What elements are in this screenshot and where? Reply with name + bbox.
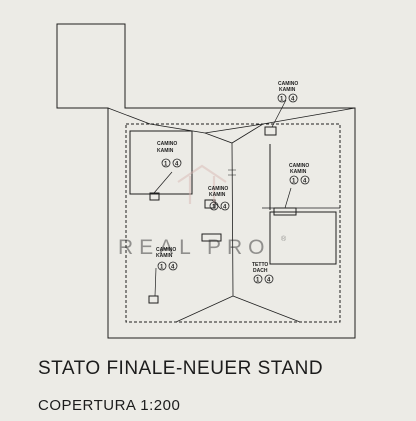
chimney-label-1-line2: KAMIN bbox=[157, 148, 174, 154]
chimney-label-2-line1: CAMINO bbox=[208, 186, 228, 192]
chimney-label-2-line2: KAMIN bbox=[209, 192, 226, 198]
ridge-peak bbox=[204, 123, 264, 144]
leader-5 bbox=[284, 187, 292, 209]
leader-3 bbox=[154, 267, 157, 297]
chimney-label-1-n1: 1 bbox=[164, 162, 168, 168]
chimney-label-4-n2: 4 bbox=[291, 97, 295, 103]
leader-4 bbox=[271, 99, 287, 128]
chimney-label-5-line1: CAMINO bbox=[289, 163, 309, 169]
chimney-label-5-n2: 4 bbox=[303, 179, 307, 185]
hip-top bbox=[107, 107, 356, 134]
chimney-label-3-line1: CAMINO bbox=[156, 247, 176, 253]
chimney-label-3-line2: KAMIN bbox=[156, 253, 173, 259]
chimney-label-2: CAMINO KAMIN 1 4 bbox=[208, 186, 230, 211]
building-outline bbox=[56, 23, 356, 339]
hip-bottom-right bbox=[232, 295, 301, 323]
eave-line bbox=[125, 123, 341, 323]
chimney-label-2-n2: 4 bbox=[223, 205, 227, 211]
chimney-label-3-n2: 4 bbox=[171, 265, 175, 271]
watermark: REAL PRO ® bbox=[118, 164, 287, 259]
roof-terrace bbox=[269, 211, 337, 265]
chimney-label-1-line1: CAMINO bbox=[157, 141, 177, 147]
chimney-label-3: CAMINO KAMIN 1 4 bbox=[156, 247, 178, 271]
section-top-left bbox=[129, 130, 193, 195]
chimney-label-3-n1: 1 bbox=[160, 265, 164, 271]
chimney-label-5-n1: 1 bbox=[292, 179, 296, 185]
chimney-label-5: CAMINO KAMIN 1 4 bbox=[289, 163, 310, 185]
vent-5 bbox=[264, 126, 277, 136]
leader-1 bbox=[153, 171, 173, 194]
watermark-left: REAL bbox=[118, 236, 197, 259]
chimney-label-4: CAMINO KAMIN 1 4 bbox=[277, 81, 298, 103]
roof-label: TETTO DACH 1 4 bbox=[252, 262, 274, 284]
roof-label-line2: DACH bbox=[253, 268, 268, 274]
roof-label-n1: 1 bbox=[256, 278, 260, 284]
leader-2 bbox=[211, 199, 222, 210]
drawing-title: STATO FINALE-NEUER STAND bbox=[38, 358, 324, 379]
vent-2 bbox=[204, 199, 216, 209]
vent-1 bbox=[149, 192, 160, 201]
chimney-label-5-line2: KAMIN bbox=[290, 169, 307, 175]
vent-3 bbox=[201, 233, 222, 242]
watermark-right: PRO bbox=[207, 236, 271, 259]
vent-4 bbox=[148, 295, 159, 304]
watermark-house-icon bbox=[177, 164, 227, 204]
chimney-label-4-n1: 1 bbox=[280, 97, 284, 103]
chimney-label-1: CAMINO KAMIN 1 4 bbox=[157, 141, 182, 168]
ridge-main bbox=[175, 142, 234, 323]
drawing-subtitle: COPERTURA 1:200 bbox=[38, 397, 181, 414]
chimney-label-4-line2: KAMIN bbox=[279, 87, 296, 93]
chimney-label-4-line1: CAMINO bbox=[278, 81, 298, 87]
roof-label-line1: TETTO bbox=[252, 262, 268, 268]
roof-label-n2: 4 bbox=[267, 278, 271, 284]
chimney-label-1-n2: 4 bbox=[175, 162, 179, 168]
chimney-label-2-n1: 1 bbox=[212, 205, 216, 211]
dimension-mark bbox=[228, 169, 236, 176]
watermark-registered-mark: ® bbox=[281, 235, 287, 243]
